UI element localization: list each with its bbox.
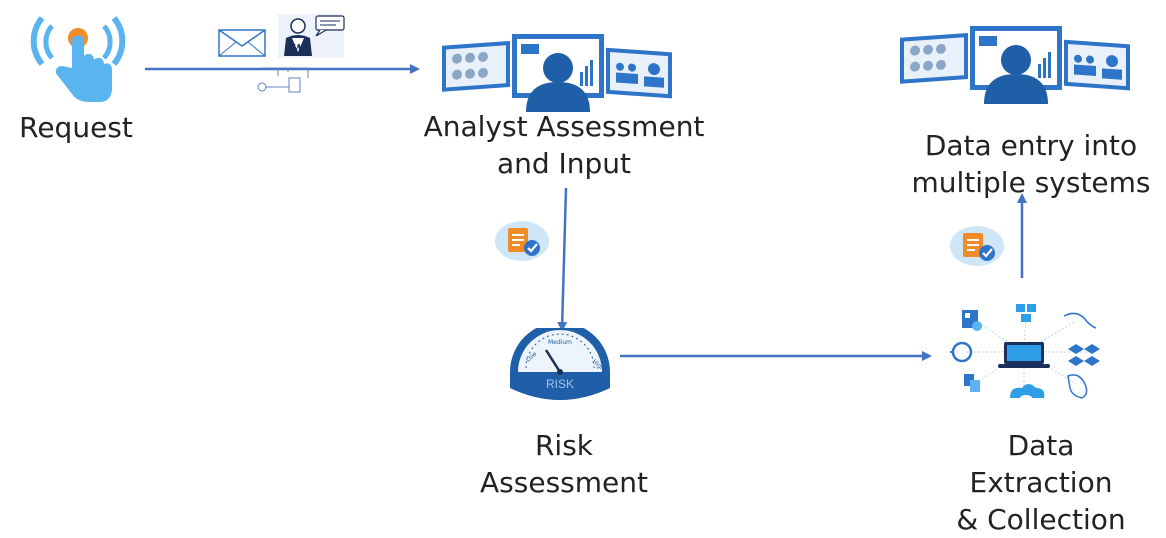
email-analyst-icon: W bbox=[218, 14, 345, 93]
data-entry-label: Data entry into multiple systems bbox=[911, 129, 1151, 199]
risk-gauge-icon: Low Medium High RISK bbox=[510, 328, 610, 400]
data-sources-cluster-icon bbox=[950, 304, 1100, 401]
tap-hand-icon bbox=[30, 16, 126, 102]
request-label: Request bbox=[19, 111, 133, 144]
data-entry-monitors-icon bbox=[900, 26, 1130, 104]
data-extraction-label: Data Extraction & Collection bbox=[956, 429, 1126, 536]
risk-assessment-label: Risk Assessment bbox=[480, 429, 648, 499]
svg-text:W: W bbox=[291, 42, 305, 55]
checklist-badge-icon bbox=[950, 226, 1004, 266]
checklist-badge-icon bbox=[495, 221, 549, 261]
gauge-medium-label: Medium bbox=[548, 339, 572, 346]
analyst-assessment-label: Analyst Assessment and Input bbox=[423, 110, 705, 180]
arrow-analyst-to-risk bbox=[557, 187, 568, 332]
analyst-monitors-icon bbox=[442, 34, 672, 112]
gauge-risk-text: RISK bbox=[546, 377, 574, 391]
